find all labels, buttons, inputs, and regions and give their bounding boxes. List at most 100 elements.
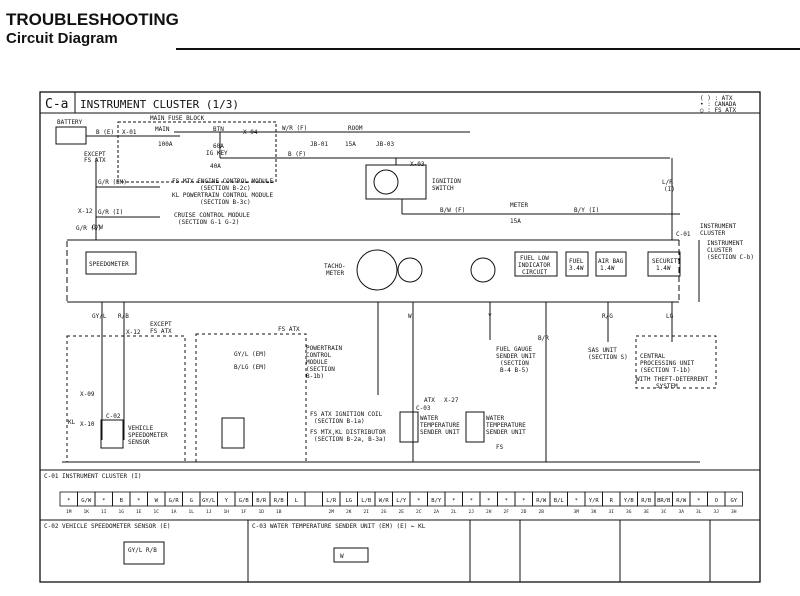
c01-pin-number: 2K	[346, 509, 352, 515]
c01-pin-number: 1K	[84, 509, 90, 515]
panel-code: C-a	[45, 97, 68, 112]
label-pcm-4: (SECTION	[306, 366, 335, 373]
label-x03: X-03	[410, 161, 425, 168]
c01-pin-wire: B/Y	[431, 498, 442, 504]
label-gw: G/W	[92, 224, 103, 231]
panel-title-bar: C-a INSTRUMENT CLUSTER (1/3) ( ) : ATX •…	[45, 95, 737, 114]
label-theft: WITH THEFT-DETERRENT	[636, 376, 709, 383]
label-vss: VEHICLE	[128, 425, 154, 432]
panel-title: INSTRUMENT CLUSTER (1/3)	[80, 98, 239, 111]
c01-pin-wire: *	[505, 498, 508, 504]
c01-pin-wire: GY	[730, 498, 737, 504]
c01-pin-wire: W/R	[379, 498, 390, 504]
label-fuel-low: FUEL LOW	[520, 255, 549, 262]
connector-c01: *1MG/W1K*1IB1G*1EW1CG/R1AG1LGY/L1JY1HG/B…	[59, 491, 743, 515]
c01-pin-number: 3J	[714, 509, 720, 515]
label-x01: X-01	[122, 129, 137, 136]
c01-pin-wire: B/L	[554, 498, 565, 504]
c01-pin-number: 2F	[504, 509, 510, 515]
c01-pin-number: 3M	[574, 509, 580, 515]
c01-pin-wire: *	[102, 498, 105, 504]
c01-pin-number: 1E	[136, 509, 142, 515]
c01-pin-number: 3H	[731, 509, 737, 515]
label-main-fuse-block: MAIN FUSE BLOCK	[150, 115, 205, 122]
label-airbag: AIR BAG	[598, 258, 624, 265]
label-meter: METER	[510, 202, 528, 209]
c01-pin-number: 3G	[626, 509, 632, 515]
label-rb: R/B	[118, 313, 129, 320]
c01-pin-number: 2G	[381, 509, 387, 515]
label-fuel-gauge-4: B-4 B-5)	[500, 367, 529, 374]
c02-title: C-02 VEHICLE SPEEDOMETER SENSOR (E)	[44, 523, 170, 530]
c01-pin-number: 1G	[119, 509, 125, 515]
c01-pin-wire: R/W	[536, 498, 547, 504]
c01-pin-wire: B/R	[256, 498, 267, 504]
page-title: TROUBLESHOOTING	[6, 10, 179, 29]
label-wr: W/R (F)	[282, 125, 307, 132]
c01-pin-wire: G	[190, 498, 193, 504]
label-blg-em: B/LG (EM)	[234, 364, 267, 371]
c01-pin-cell	[304, 491, 323, 507]
label-bf: B (F)	[288, 151, 306, 158]
label-kl-pcm: KL POWERTRAIN CONTROL MODULE	[172, 192, 274, 199]
label-wt-sensor-b-2: TEMPERATURE	[486, 422, 526, 429]
label-tacho: TACHO-	[324, 263, 346, 270]
c01-pin-number: 2C	[416, 509, 422, 515]
label-fuel-gauge-3: (SECTION	[500, 360, 529, 367]
label-lr-2: (I)	[664, 186, 675, 193]
c03-pin: W	[340, 553, 344, 560]
label-ign-switch: IGNITION	[432, 178, 461, 185]
c01-pin-wire: O	[715, 498, 718, 504]
label-ign-switch-2: SWITCH	[432, 185, 454, 192]
c01-pin-wire: W	[155, 498, 159, 504]
label-fuel-gauge-2: SENDER UNIT	[496, 353, 536, 360]
c01-pin-wire: G/W	[81, 498, 92, 504]
label-cpu-2: PROCESSING UNIT	[640, 360, 695, 367]
label-fs-atx: FS ATX	[278, 326, 300, 333]
label-gr-i-2: G/R (I)	[76, 225, 101, 232]
label-theft-2: SYSTEM	[656, 383, 678, 390]
label-except: EXCEPT	[84, 151, 106, 158]
c01-pin-wire: Y/B	[624, 498, 635, 504]
label-x04: X-04	[243, 129, 258, 136]
label-fuel-low-2: INDICATOR	[518, 262, 551, 269]
label-room-amp: 15A	[345, 141, 356, 148]
label-x09: X-09	[80, 391, 95, 398]
label-fuel-gauge: FUEL GAUGE	[496, 346, 533, 353]
legend-line-2: • : CANADA	[700, 101, 737, 108]
label-bw: B/W (F)	[440, 207, 465, 214]
c01-pin-number: 1L	[189, 509, 195, 515]
label-lg: LG	[666, 313, 674, 320]
label-pcm: POWERTRAIN	[306, 345, 343, 352]
label-vss-3: SENSOR	[128, 439, 150, 446]
c01-pin-wire: *	[67, 498, 70, 504]
c01-pin-number: 2E	[399, 509, 405, 515]
label-room: ROOM	[348, 125, 363, 132]
legend-line-1: ( ) : ATX	[700, 95, 733, 102]
c01-pin-wire: *	[522, 498, 525, 504]
label-fs-mtx-dist: FS MTX,KL DISTRIBUTOR	[310, 429, 386, 436]
label-tacho-2: METER	[326, 270, 344, 277]
c01-pin-cell	[724, 491, 743, 507]
label-vss-2: SPEEDOMETER	[128, 432, 168, 439]
c01-pin-wire: R/B	[641, 498, 652, 504]
label-lr: L/R	[662, 179, 673, 186]
label-sas-2: (SECTION S)	[588, 354, 628, 361]
c01-pin-wire: GY/L	[202, 498, 216, 504]
c01-pin-wire: L/B	[361, 498, 372, 504]
label-wt-sensor-a-2: TEMPERATURE	[420, 422, 460, 429]
c01-pin-wire: R/B	[274, 498, 285, 504]
c01-pin-wire: *	[487, 498, 490, 504]
label-x12: X-12	[78, 208, 93, 215]
c01-pin-wire: B	[120, 498, 124, 504]
c01-pin-wire: G/B	[239, 498, 250, 504]
c01-pin-wire: Y	[225, 498, 229, 504]
label-pcm-3: MODULE	[306, 359, 328, 366]
label-inst-ref-3: (SECTION C-b)	[707, 254, 754, 261]
c01-pin-wire: *	[697, 498, 700, 504]
c01-pin-number: 2D	[521, 509, 527, 515]
label-c02: C-02	[106, 413, 121, 420]
c01-pin-number: 3E	[644, 509, 650, 515]
label-fs: FS	[496, 444, 504, 451]
